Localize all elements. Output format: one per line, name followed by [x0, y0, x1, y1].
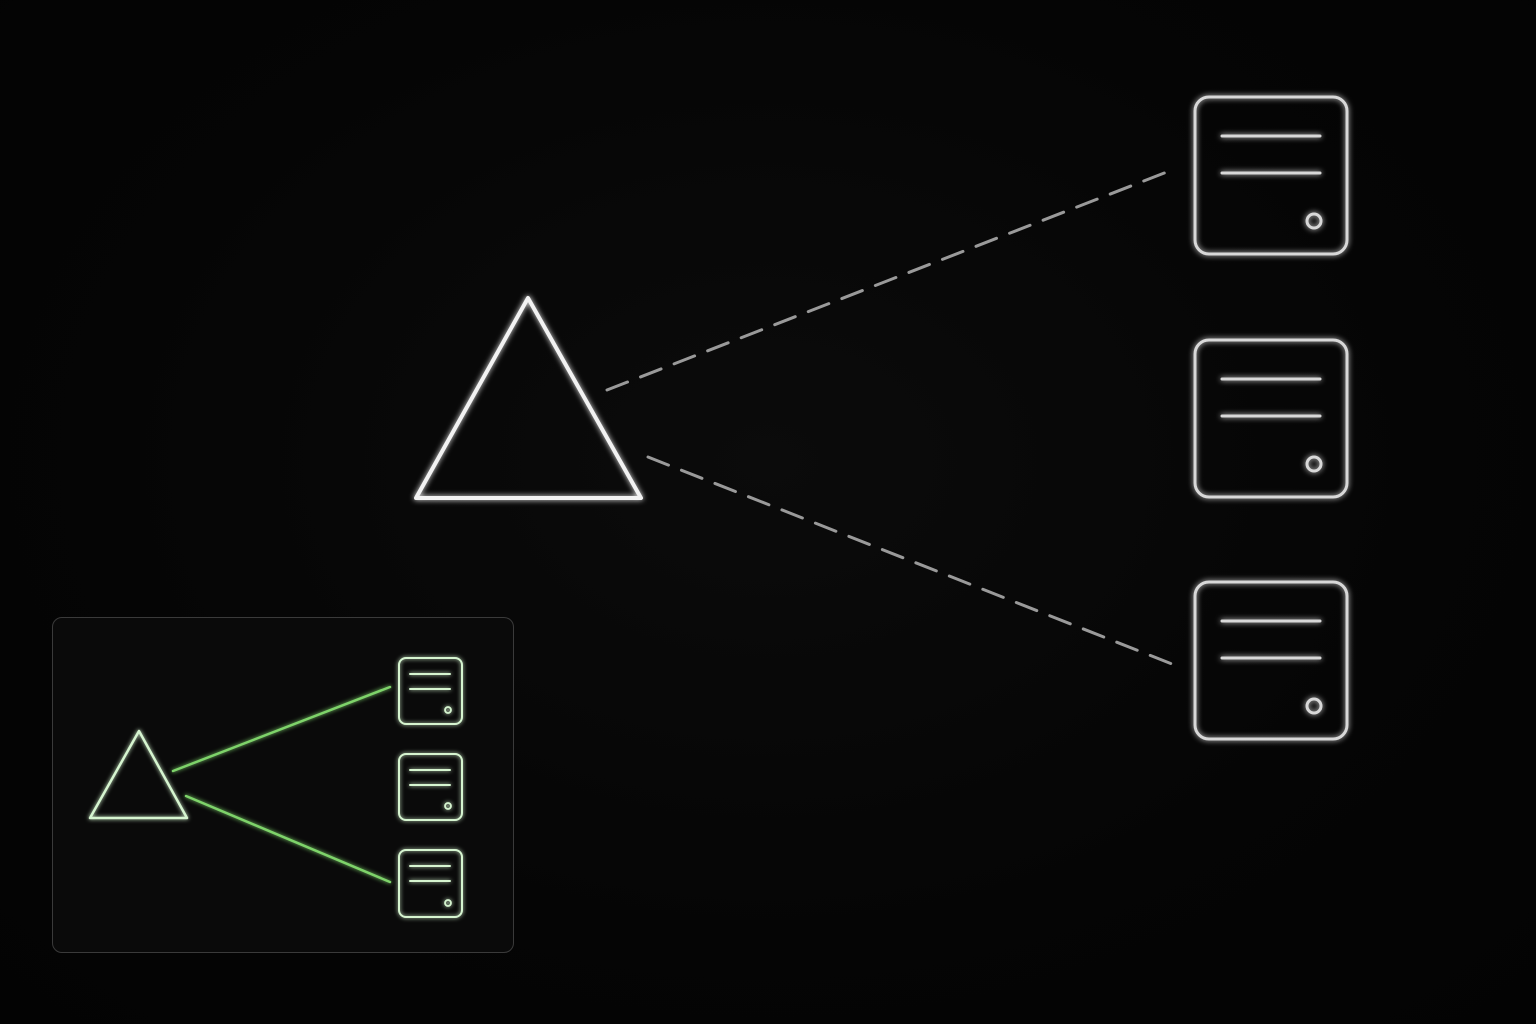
server-icon — [398, 657, 463, 725]
triangle-icon — [88, 729, 189, 820]
server-icon — [1193, 338, 1349, 499]
link-to-server-top — [605, 168, 1174, 392]
server-icon — [1193, 95, 1349, 256]
server-icon — [398, 753, 463, 821]
server-icon — [1193, 580, 1349, 741]
server-icon — [398, 849, 463, 918]
link-to-server-bottom — [646, 455, 1174, 666]
triangle-icon — [414, 296, 643, 500]
inset-link-to-server-bottom — [184, 794, 392, 884]
inset-link-to-server-top — [171, 685, 392, 773]
